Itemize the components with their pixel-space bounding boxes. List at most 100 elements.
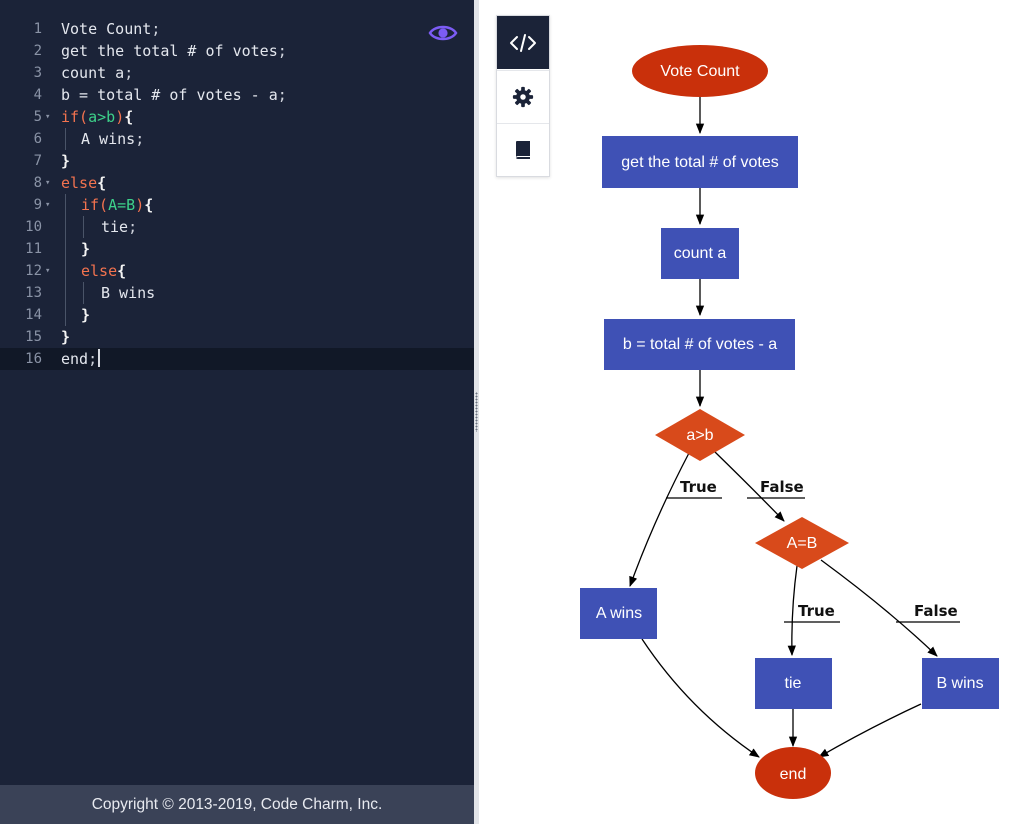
line-number: 5 xyxy=(33,109,42,125)
code-token: { xyxy=(97,174,107,192)
svg-text:count a: count a xyxy=(674,245,727,262)
code-token: ; xyxy=(151,20,161,38)
code-line[interactable]: 3 count a; xyxy=(0,62,474,84)
code-token: b = total # of votes - a xyxy=(61,86,278,104)
node-a-wins[interactable]: A wins xyxy=(580,588,657,639)
code-token: { xyxy=(124,108,134,126)
edge-label-d1-false: False xyxy=(747,478,805,499)
code-token: } xyxy=(61,152,71,170)
edge-decision-2-b-wins xyxy=(820,559,938,657)
node-count-a[interactable]: count a xyxy=(661,228,739,279)
code-token: ; xyxy=(277,86,287,104)
code-token: else xyxy=(81,262,118,280)
copyright-footer: Copyright © 2013-2019, Code Charm, Inc. xyxy=(0,785,474,824)
settings-button[interactable] xyxy=(497,70,549,123)
code-line[interactable]: 9▾if(A=B){ xyxy=(0,194,474,216)
code-line[interactable]: 12▾ else{ xyxy=(0,260,474,282)
node-decision-a-eq-b[interactable]: A=B xyxy=(755,517,849,569)
fold-toggle-icon[interactable]: ▾ xyxy=(45,266,51,276)
svg-text:Vote Count: Vote Count xyxy=(660,63,740,80)
fold-toggle-icon[interactable]: ▾ xyxy=(45,112,51,122)
code-token: { xyxy=(117,262,127,280)
code-token: if( xyxy=(61,108,89,126)
code-token: ) xyxy=(135,196,145,214)
node-end[interactable]: end xyxy=(755,747,831,799)
line-number: 9 xyxy=(33,197,42,213)
code-text: else{ xyxy=(61,172,106,194)
node-tie[interactable]: tie xyxy=(755,658,832,709)
code-text: tie; xyxy=(101,216,137,238)
node-b-wins[interactable]: B wins xyxy=(922,658,999,709)
code-line[interactable]: 14} xyxy=(0,304,474,326)
code-text: } xyxy=(61,326,70,348)
svg-text:False: False xyxy=(914,602,958,620)
code-text: count a; xyxy=(61,62,133,84)
pane-splitter[interactable] xyxy=(474,0,479,824)
code-token: end xyxy=(61,350,89,368)
edge-label-d2-false: False xyxy=(896,602,960,623)
code-text: get the total # of votes; xyxy=(61,40,287,62)
code-text: else{ xyxy=(81,260,126,282)
book-icon xyxy=(516,141,530,159)
code-line[interactable]: 5▾if(a>b){ xyxy=(0,106,474,128)
svg-text:B wins: B wins xyxy=(936,675,983,692)
code-text: Vote Count; xyxy=(61,18,160,40)
indent-guide xyxy=(83,282,84,304)
code-view-button[interactable] xyxy=(497,16,549,69)
svg-text:True: True xyxy=(680,478,717,496)
node-decision-a-gt-b[interactable]: a>b xyxy=(655,409,745,461)
code-line[interactable]: 13 B wins xyxy=(0,282,474,304)
svg-text:False: False xyxy=(760,478,804,496)
svg-text:get the total # of votes: get the total # of votes xyxy=(621,154,778,171)
node-compute-b[interactable]: b = total # of votes - a xyxy=(604,319,795,370)
code-text: b = total # of votes - a; xyxy=(61,84,287,106)
indent-guide xyxy=(83,216,84,238)
line-number: 12 xyxy=(25,263,42,279)
edge-label-d2-true: True xyxy=(784,602,840,623)
code-text: } xyxy=(81,304,90,326)
node-vote-count[interactable]: Vote Count xyxy=(632,45,768,97)
code-line[interactable]: 15} xyxy=(0,326,474,348)
line-number: 16 xyxy=(25,351,42,367)
view-toolbar xyxy=(496,15,550,177)
eye-icon xyxy=(428,25,458,41)
line-number: 13 xyxy=(25,285,42,301)
line-number: 8 xyxy=(33,175,42,191)
code-line[interactable]: 4 b = total # of votes - a; xyxy=(0,84,474,106)
line-number: 4 xyxy=(33,87,42,103)
preview-toggle-button[interactable] xyxy=(428,22,458,44)
svg-text:A=B: A=B xyxy=(787,535,818,552)
code-icon xyxy=(510,33,536,52)
fold-toggle-icon[interactable]: ▾ xyxy=(45,178,51,188)
code-token: a>b xyxy=(88,108,116,126)
docs-button[interactable] xyxy=(497,123,549,176)
svg-text:end: end xyxy=(780,766,807,783)
edge-b-wins-end xyxy=(818,703,922,758)
code-token: B wins xyxy=(101,284,156,302)
svg-text:A wins: A wins xyxy=(596,605,642,622)
svg-text:True: True xyxy=(798,602,835,620)
svg-text:b = total # of votes - a: b = total # of votes - a xyxy=(623,336,777,353)
code-line[interactable]: 11} xyxy=(0,238,474,260)
edge-decision-1-decision-2 xyxy=(714,451,785,522)
code-token: } xyxy=(81,306,91,324)
code-line[interactable]: 8▾ else{ xyxy=(0,172,474,194)
line-number: 7 xyxy=(33,153,42,169)
node-get-votes[interactable]: get the total # of votes xyxy=(602,136,798,188)
indent-guide xyxy=(65,194,66,216)
splitter-grip[interactable] xyxy=(475,392,478,432)
svg-text:a>b: a>b xyxy=(686,427,713,444)
code-line[interactable]: 7} xyxy=(0,150,474,172)
code-text: } xyxy=(81,238,90,260)
line-number: 3 xyxy=(33,65,42,81)
code-token: else xyxy=(61,174,98,192)
code-token: A=B xyxy=(108,196,136,214)
fold-toggle-icon[interactable]: ▾ xyxy=(45,200,51,210)
